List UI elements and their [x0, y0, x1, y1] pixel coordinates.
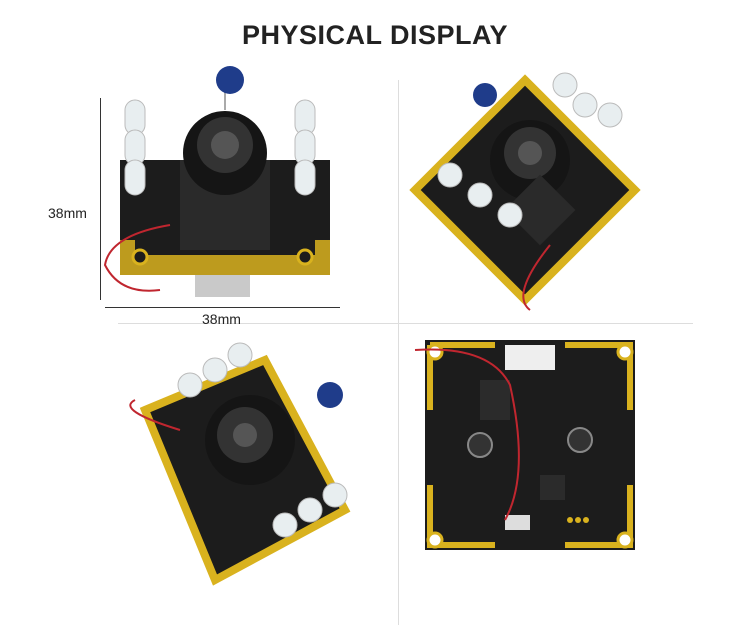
camera-board-angled-photo: [409, 72, 641, 311]
camera-board-side-photo: [129, 342, 351, 586]
divider-vertical: [398, 80, 399, 625]
divider-horizontal: [118, 323, 693, 324]
page-title: PHYSICAL DISPLAY: [241, 20, 509, 50]
height-dimension-label: 38mm: [48, 205, 87, 221]
height-dimension-line: [100, 98, 101, 300]
width-dimension-label: 38mm: [202, 311, 241, 327]
camera-board-back-photo: [414, 340, 635, 550]
camera-board-front-photo: [103, 66, 330, 297]
width-dimension-line: [105, 307, 340, 308]
